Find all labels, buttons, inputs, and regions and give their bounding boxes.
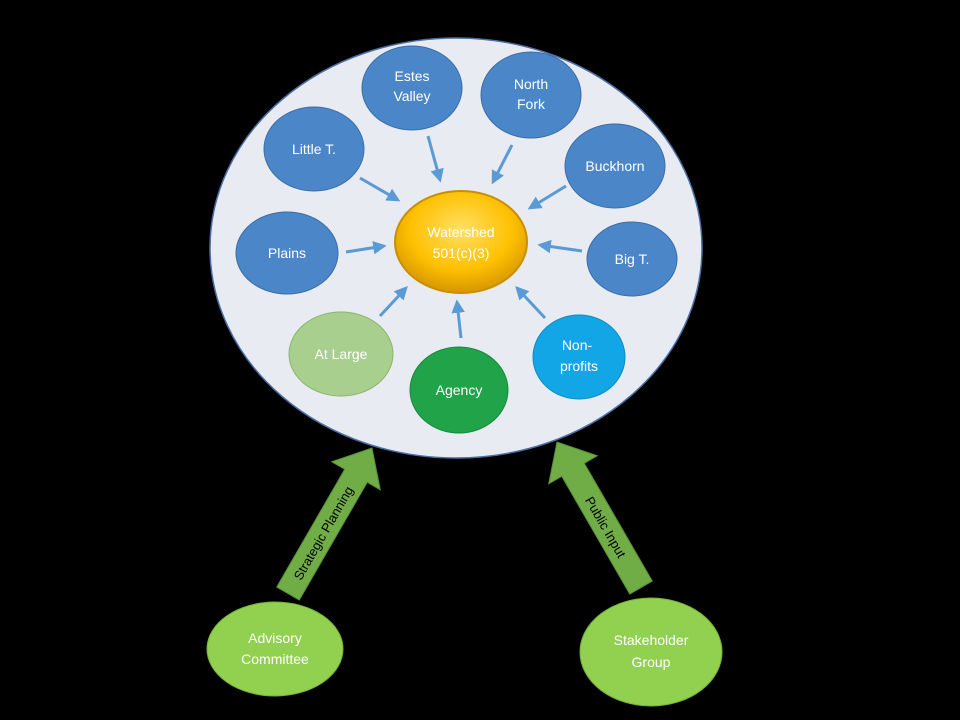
node-agency[interactable]: Agency [409,346,509,434]
stakeholder-label-line2: Group [632,654,671,670]
node-at-large[interactable]: At Large [288,311,394,397]
center-label-line2: 501(c)(3) [433,245,490,261]
arrow-littlet-to-center [359,176,401,202]
plains-label: Plains [268,245,306,261]
node-estes-valley[interactable]: Estes Valley [361,45,463,131]
node-plains[interactable]: Plains [235,211,339,295]
northfork-label-line2: Fork [517,96,546,112]
arrow-atlarge-to-center [378,286,408,318]
arrow-estes-to-center [426,135,444,183]
arrow-bigt-to-center [537,239,583,254]
node-nonprofits[interactable]: Non- profits [532,314,626,400]
estes-label-line2: Valley [393,88,430,104]
arrow-agency-to-center [451,299,465,339]
nonprofits-label-line2: profits [560,358,598,374]
estes-label-line1: Estes [394,68,429,84]
arrow-nonprofits-to-center [515,286,547,320]
center-label-line1: Watershed [427,224,494,240]
agency-label: Agency [436,382,483,398]
node-big-t[interactable]: Big T. [586,221,678,297]
atlarge-label: At Large [315,346,368,362]
node-buckhorn[interactable]: Buckhorn [564,123,666,209]
buckhorn-label: Buckhorn [585,158,644,174]
node-north-fork[interactable]: North Fork [480,51,582,139]
arrow-northfork-to-center [491,144,514,185]
node-advisory-committee[interactable]: Advisory Committee [206,601,344,697]
connector-arrows [345,135,583,339]
center-node-watershed[interactable]: Watershed 501(c)(3) [394,190,528,294]
node-little-t[interactable]: Little T. [263,106,365,192]
flow-arrow-public-input: Public Input [548,441,653,595]
flow-arrow-strategic-planning: Strategic Planning [276,447,381,601]
northfork-label-line1: North [514,76,548,92]
arrow-plains-to-center [345,241,387,255]
nonprofits-label-line1: Non- [562,337,593,353]
advisory-label-line2: Committee [241,651,309,667]
strategic-planning-label: Strategic Planning [291,484,357,583]
advisory-label-line1: Advisory [248,630,302,646]
arrow-buckhorn-to-center [527,184,567,210]
stakeholder-label-line1: Stakeholder [614,632,689,648]
littlet-label: Little T. [292,141,336,157]
bigt-label: Big T. [615,251,650,267]
node-stakeholder-group[interactable]: Stakeholder Group [579,597,723,707]
